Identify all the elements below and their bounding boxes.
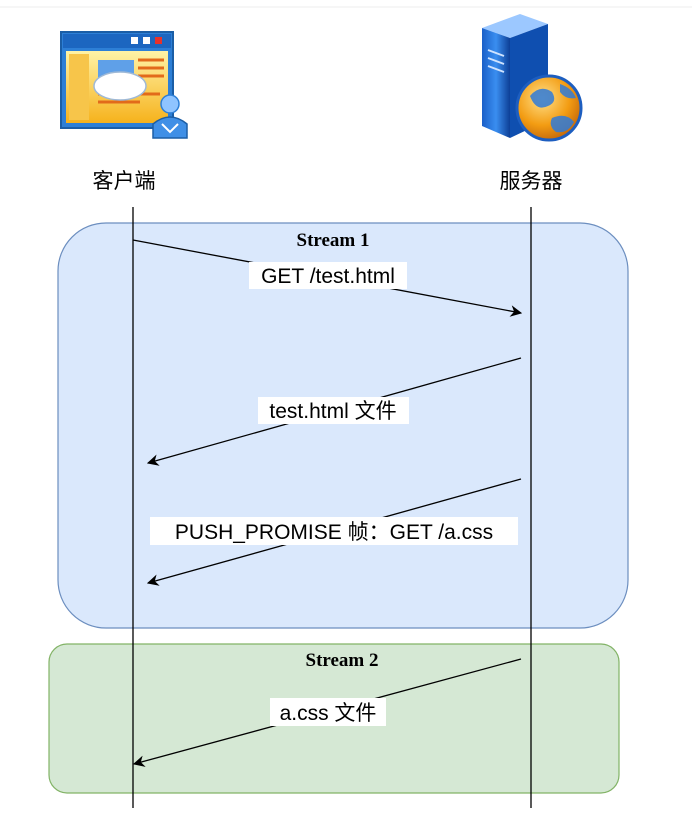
message-label: a.css 文件 (280, 702, 377, 725)
message-a-css-file: a.css 文件 (132, 658, 522, 767)
stream-2-title: Stream 2 (306, 650, 379, 671)
stream-1-title: Stream 1 (297, 230, 370, 251)
server-globe-icon (482, 14, 583, 142)
message-test-html-file: test.html 文件 (146, 357, 522, 466)
message-label: test.html 文件 (269, 400, 396, 423)
message-label-bg (270, 698, 386, 726)
message-label-bg (249, 262, 407, 289)
message-label: PUSH_PROMISE 帧：GET /a.css (175, 521, 493, 544)
message-label: GET /test.html (261, 265, 395, 288)
client-label: 客户端 (93, 170, 156, 193)
message-label-bg (150, 517, 518, 545)
message-label-bg (258, 397, 409, 424)
server-label: 服务器 (500, 170, 563, 193)
browser-user-icon (60, 31, 188, 139)
message-get-test-html: GET /test.html (132, 239, 523, 317)
message-push-promise: PUSH_PROMISE 帧：GET /a.css (146, 478, 522, 586)
